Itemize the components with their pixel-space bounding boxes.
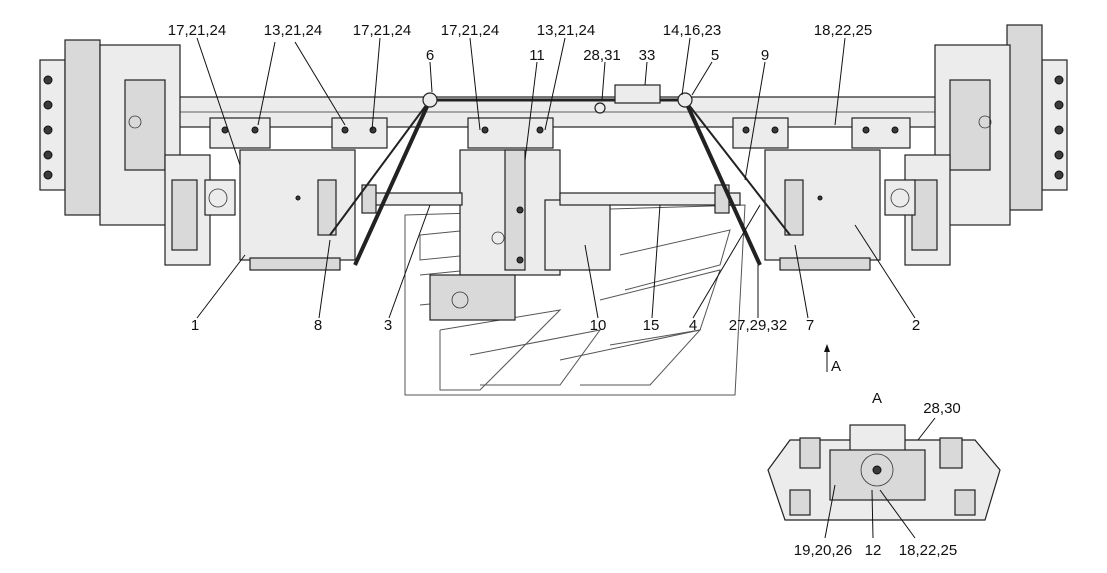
left-wheel-hub [39, 39, 211, 266]
callout-14-16-23: 14,16,23 [663, 22, 721, 39]
linkage-rods [329, 84, 791, 266]
callout-12: 12 [865, 542, 882, 559]
callout-13-21-24-center: 13,21,24 [537, 22, 595, 39]
callout-19-20-26: 19,20,26 [794, 542, 852, 559]
callout-28-30: 28,30 [923, 400, 961, 417]
callout-17-21-24-center: 17,21,24 [441, 22, 499, 39]
view-a-title: A [872, 390, 882, 407]
callout-1: 1 [191, 317, 199, 334]
callout-10: 10 [590, 317, 607, 334]
central-gearbox [429, 149, 611, 321]
callout-9: 9 [761, 47, 769, 64]
callout-13-21-24-left: 13,21,24 [264, 22, 322, 39]
callout-33: 33 [639, 47, 656, 64]
callout-4: 4 [689, 317, 697, 334]
callout-15: 15 [643, 317, 660, 334]
callout-18-22-25-bottom: 18,22,25 [899, 542, 957, 559]
callout-7: 7 [806, 317, 814, 334]
callout-2: 2 [912, 317, 920, 334]
callout-28-31: 28,31 [583, 47, 621, 64]
left-housing [204, 149, 356, 271]
callout-17-21-24-middle-left: 17,21,24 [353, 22, 411, 39]
callout-17-21-24-left: 17,21,24 [168, 22, 226, 39]
right-wheel-hub [904, 24, 1068, 266]
callout-8: 8 [314, 317, 322, 334]
callout-27-29-32: 27,29,32 [729, 317, 787, 334]
callout-6: 6 [426, 47, 434, 64]
detail-view-a [767, 417, 1001, 539]
view-a-arrow-label: A [831, 358, 841, 375]
callout-5: 5 [711, 47, 719, 64]
mounting-brackets [209, 117, 911, 149]
callout-18-22-25-top: 18,22,25 [814, 22, 872, 39]
leader-lines [196, 37, 916, 372]
callout-11: 11 [529, 47, 545, 64]
callout-labels: 17,21,24 13,21,24 17,21,24 17,21,24 13,2… [168, 22, 961, 559]
right-housing [764, 149, 916, 271]
callout-3: 3 [384, 317, 392, 334]
